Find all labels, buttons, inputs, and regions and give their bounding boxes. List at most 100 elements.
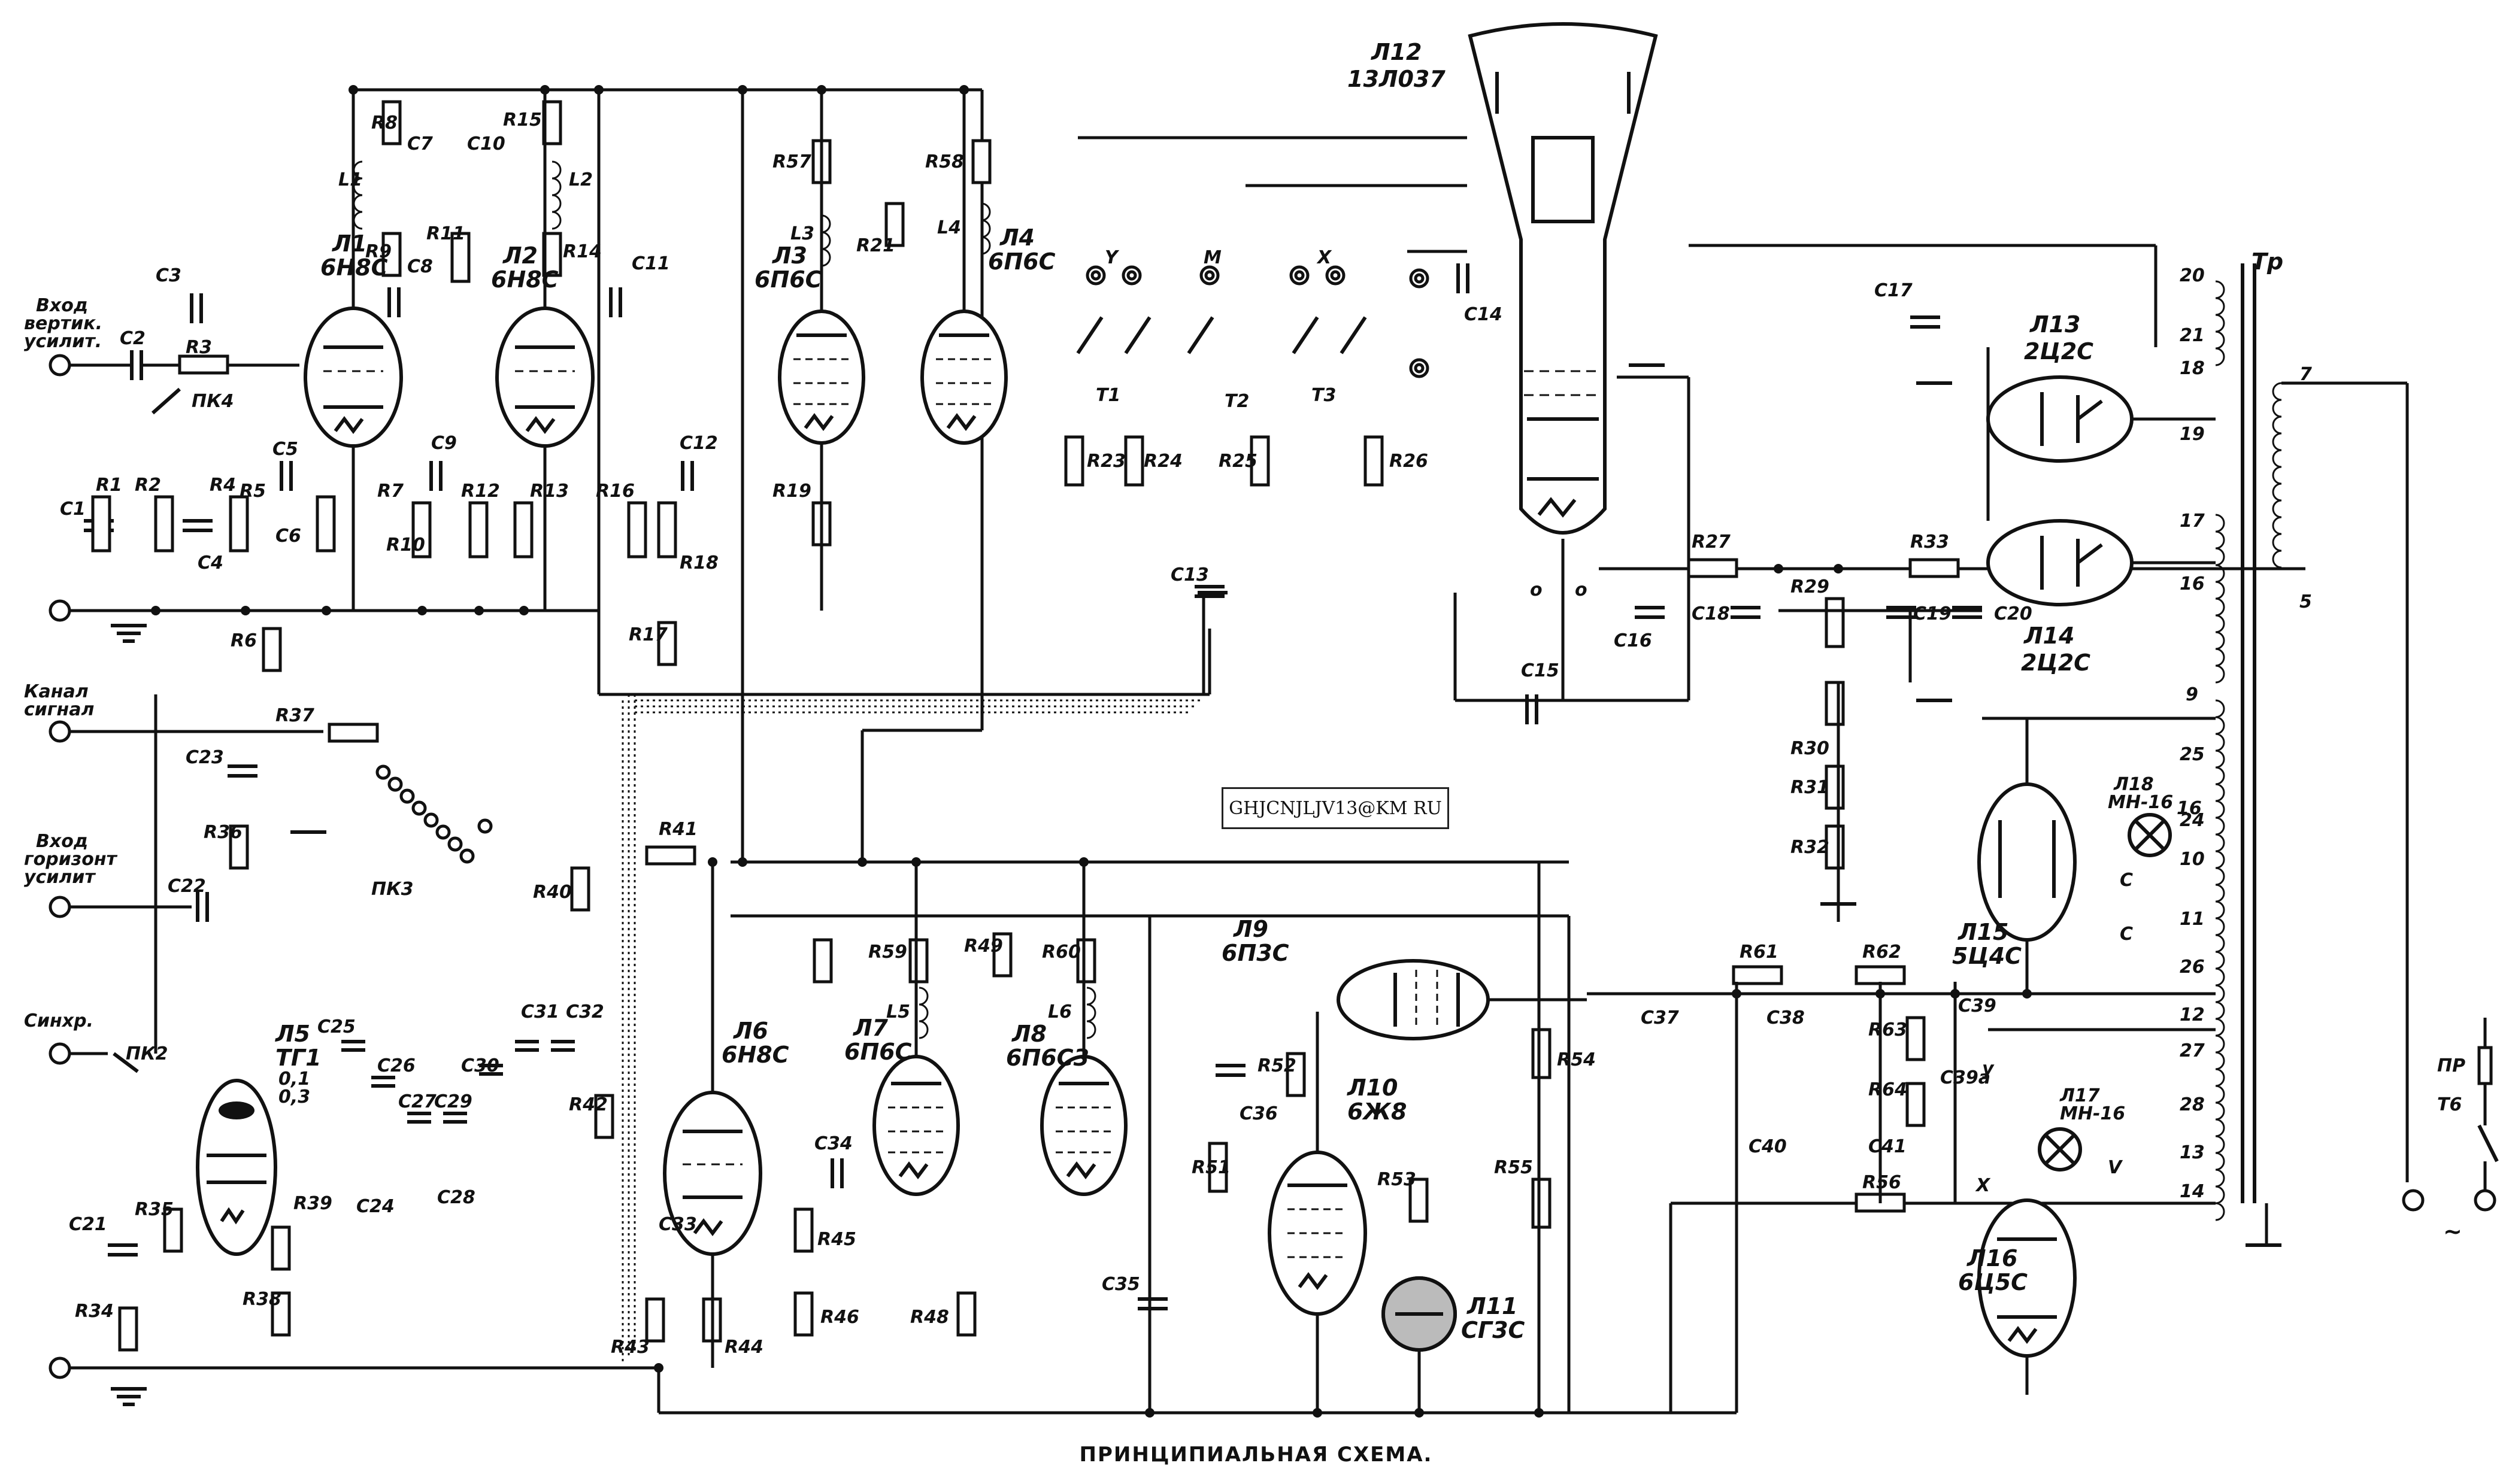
label-L3: L3 [790,223,814,244]
tube-L10 [1268,1151,1367,1316]
capacitor-labels: C1 C2 C3 C4 C5 C6 C7 C8 C9 C10 C11 C12 C… [60,133,2032,1295]
label-R49: R49 [964,936,1003,957]
tube-L2 [495,306,595,448]
letter-y: у [1982,1058,1995,1079]
tap-20: 20 [2180,265,2205,286]
capacitor [1216,1064,1246,1077]
capacitor [228,764,257,778]
switch-t2[interactable] [1187,316,1214,354]
lamp-L18-name: Л18 [2113,774,2154,795]
capacitor [1952,606,1982,619]
capacitor [681,461,694,491]
label-R56: R56 [1862,1172,1901,1193]
tap-7: 7 [2299,364,2312,385]
resistor [1408,1178,1429,1223]
label-C21: C21 [69,1214,107,1235]
label-C17: C17 [1874,280,1913,301]
tube-L1 [304,299,403,448]
label-T6: Т6 [2437,1094,2462,1115]
resistor [1687,558,1738,578]
lamp-L17-name: Л17 [2059,1085,2100,1106]
resistor [1908,558,1960,578]
label-L1: L1 [338,169,362,190]
resistor [513,501,534,559]
label-R5: R5 [240,481,266,502]
label-R61: R61 [1740,942,1778,963]
capacitor [196,892,209,922]
label-R3: R3 [186,337,212,358]
tube-L6-type: 6Н8С [722,1042,789,1068]
lamp-L17-type: МН-16 [2060,1103,2125,1124]
label-C40: C40 [1749,1136,1787,1157]
label-R41: R41 [659,819,698,840]
resistor [229,495,249,553]
tube-L12-type: 13Л037 [1347,66,1446,92]
label-C32: C32 [566,1002,604,1022]
resistor [381,100,402,145]
tap-18: 18 [2180,358,2205,379]
resistor [1531,1178,1552,1229]
switch-t1b[interactable] [1124,316,1152,354]
tube-L5-type: ТГ1 [275,1045,322,1071]
tube-L8-name: Л8 [1011,1021,1047,1047]
switch-pk4[interactable] [151,387,181,415]
tube-L14-name: Л14 [2023,623,2074,649]
lamp-L18 [2128,813,2172,857]
label-R17: R17 [629,624,668,645]
capacitor [551,1040,575,1052]
tube-L9-type: 6П3С [1222,940,1289,966]
letter-Y-switch: Y [1105,247,1120,268]
resistor [1825,597,1845,648]
switch-t3b[interactable] [1340,316,1367,354]
label-C12: C12 [680,433,718,454]
label-C5: C5 [272,439,298,460]
tube-L8 [1040,1055,1128,1196]
switch-t6[interactable] [2477,1124,2499,1163]
capacitor [371,1076,395,1088]
resistor [1064,435,1084,487]
label-R11: R11 [426,223,465,244]
wiring [352,90,2216,1413]
label-R25: R25 [1219,451,1257,472]
label-C1: C1 [60,499,86,520]
ground-symbols [111,363,2281,1406]
resistor [657,501,677,559]
tube-L8-type: 6П6С3 [1006,1045,1089,1071]
switch-t1[interactable] [1076,316,1104,354]
switch-pk2[interactable] [113,1052,139,1073]
resistor [1855,965,1906,985]
capacitor [130,350,143,380]
inductor-L5 [919,987,929,1039]
label-C6: C6 [275,526,301,547]
tap-16a: 16 [2180,573,2205,594]
tube-L1-type: 6Н8С [320,254,388,281]
tube-L3-name: Л3 [772,242,807,269]
label-R52: R52 [1257,1055,1296,1076]
label-C13: C13 [1171,565,1209,585]
label-PK2: ПК2 [126,1043,168,1064]
switch-t3[interactable] [1292,316,1319,354]
capacitor [183,519,213,532]
tap-27: 27 [2180,1040,2205,1061]
label-R37: R37 [275,705,314,726]
capacitor [479,1064,503,1076]
label-C19: C19 [1913,603,1952,624]
resistor [645,845,696,866]
label-R15: R15 [503,110,542,131]
sync-input-terminal [49,1042,71,1065]
tube-L4-name: Л4 [999,224,1035,251]
tube-L12-name: Л12 [1371,39,1422,65]
tube-L15 [1977,782,2077,942]
label-R53: R53 [1377,1169,1416,1190]
capacitor [341,1040,365,1052]
label-R18: R18 [680,553,719,573]
tube-L6-name: Л6 [733,1018,768,1044]
resistor [594,1094,614,1139]
label-C25: C25 [317,1016,356,1037]
label-R55: R55 [1494,1157,1533,1178]
capacitor [1635,606,1665,619]
label-C9: C9 [431,433,457,454]
label-C39a: C39a [1940,1067,1990,1088]
label-R60: R60 [1042,942,1081,963]
resistor [793,1291,814,1337]
